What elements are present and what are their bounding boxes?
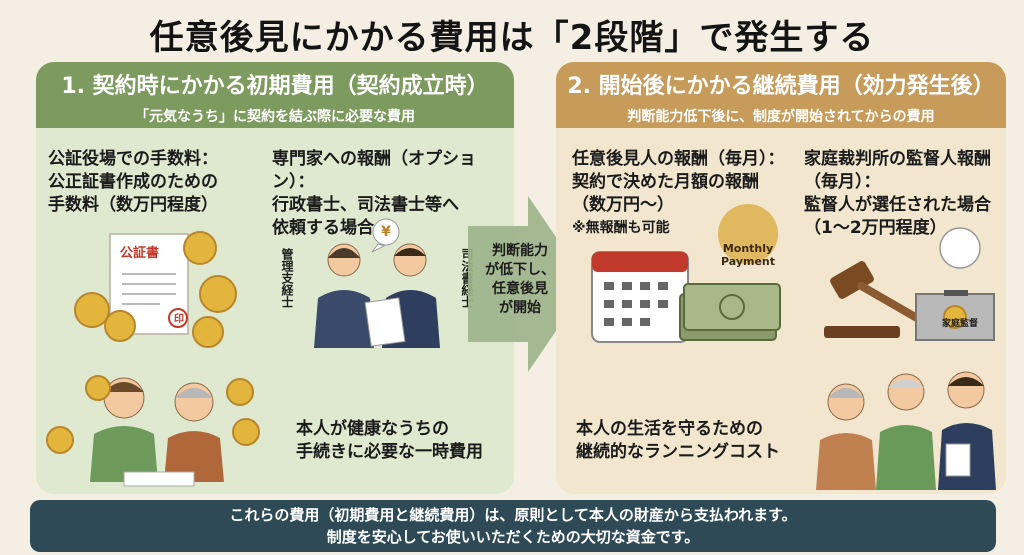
notary-document-label: 公証書 [120,246,160,261]
initial-cost-summary: 本人が健康なうちの 手続きに必要な一時費用 [296,419,483,462]
monthly-payment-badge: Monthly Payment [720,242,776,268]
initial-cost-panel: 1. 契約時にかかる初期費用（契約成立時） 「元気なうち」に契約を結ぶ際に必要な… [36,62,514,494]
ongoing-cost-subheading: 判断能力低下後に、制度が開始されてからの費用 [627,109,935,125]
speech-yen-icon: ¥ [381,224,391,240]
initial-cost-header: 1. 契約時にかかる初期費用（契約成立時） 「元気なうち」に契約を結ぶ際に必要な… [36,62,514,128]
guardian-fee-note: ※無報酬も可能 [572,220,670,236]
page-title: 任意後見にかかる費用は「2段階」で発生する [149,18,875,58]
support-team-illustration [816,371,996,490]
bottom-banner: これらの費用（初期費用と継続費用）は、原則として本人の財産から支払われます。 制… [30,500,996,552]
banner-line-2: 制度を安心してお使いいただくための大切な資金です。 [326,528,700,546]
banner-line-1: これらの費用（初期費用と継続費用）は、原則として本人の財産から支払われます。 [229,506,797,524]
notary-document-icon [74,231,237,348]
left-person-label: 管理支経士 [280,248,294,308]
couple-signing-illustration [46,375,260,487]
experts-illustration [314,218,440,348]
notary-fee-text: 公証役場での手数料： 公正証書作成のための 手数料（数万円程度） [48,149,218,215]
calendar-money-illustration [591,204,781,343]
guardian-fee-text: 任意後見人の報酬（毎月）： 契約で決めた月額の報酬 （数万円〜） ※無報酬も可能 [572,148,785,240]
seal-mark: 印 [174,314,184,325]
court-fee-text: 家庭裁判所の監督人報酬 （毎月）： 監督人が選任された場合 （1〜2万円程度） [804,149,991,238]
initial-cost-heading: 1. 契約時にかかる初期費用（契約成立時） [61,74,489,99]
transition-text: 判断能力 が低下し、 任意後見 が開始 [485,243,555,316]
ongoing-cost-heading: 2. 開始後にかかる継続費用（効力発生後） [567,74,995,99]
ongoing-cost-panel: 2. 開始後にかかる継続費用（効力発生後） 判断能力低下後に、制度が開始されてか… [556,62,1006,494]
court-gavel-illustration [824,227,995,341]
ongoing-cost-header: 2. 開始後にかかる継続費用（効力発生後） 判断能力低下後に、制度が開始されてか… [556,62,1006,128]
initial-cost-subheading: 「元気なうち」に契約を結ぶ際に必要な費用 [135,109,415,125]
ongoing-cost-summary: 本人の生活を守るための 継続的なランニングコスト [576,419,780,462]
expert-fee-text: 専門家への報酬（オプション）： 行政書士、司法書士等へ 依頼する場合 [272,149,476,238]
court-supervision-badge: 家庭監督 [941,319,978,329]
